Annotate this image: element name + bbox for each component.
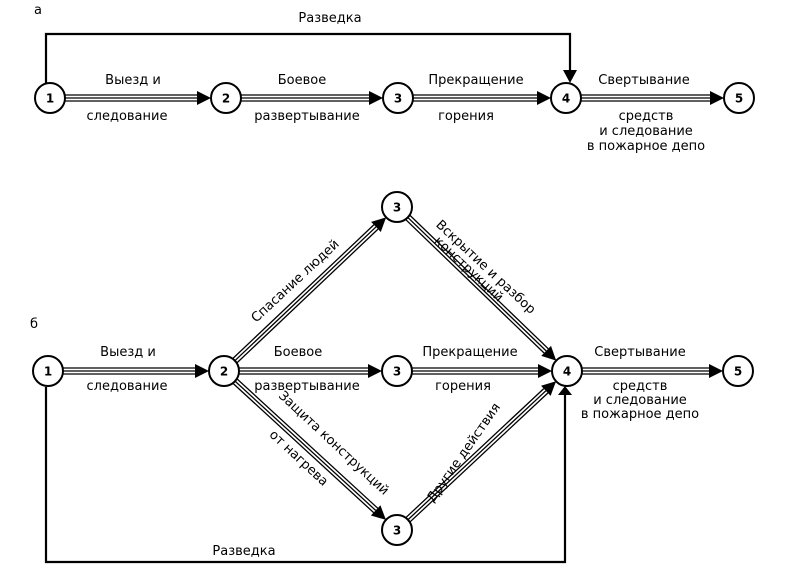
b-arrow-1-2	[63, 364, 209, 378]
b-node-3-bottom: 3	[381, 514, 413, 546]
b-edge-rescue-label: Спасание людей	[249, 237, 343, 326]
b-edge-opening-line-1: Вскрытие и разбор	[433, 217, 539, 317]
diagram-a-recon-label: Разведка	[298, 11, 361, 26]
b-edge-1-2-top: Выезд и	[100, 345, 156, 360]
a-arrow-2-3-arrowhead	[369, 91, 383, 105]
a-node-1: 1	[34, 82, 66, 114]
b-edge-2-3-bottom: развертывание	[254, 379, 359, 394]
diagram-b-recon-label: Разведка	[212, 544, 275, 559]
b-arrow-rescue-arrowhead	[371, 217, 387, 233]
a-recon-line	[44, 32, 572, 84]
b-node-5-label: 5	[734, 365, 742, 379]
a-node-4-label: 4	[562, 92, 570, 106]
b-arrow-opening	[405, 214, 557, 361]
a-edge-1-2-bottom: следование	[87, 109, 168, 124]
b-arrow-other-arrowhead	[541, 381, 557, 396]
b-edge-4-5-top: Свертывание	[594, 345, 685, 360]
b-node-3-top-label: 3	[393, 201, 401, 215]
a-node-2: 2	[210, 82, 242, 114]
a-arrow-4-5-arrowhead	[710, 91, 724, 105]
b-arrow-other	[405, 381, 557, 523]
b-edge-4-5-bottom-line-1: средств	[613, 379, 668, 394]
a-edge-2-3-top: Боевое	[278, 73, 326, 88]
a-node-5-label: 5	[735, 92, 743, 106]
b-edge-other-label: Другие действия	[424, 401, 504, 506]
diagram-b-label: б	[30, 317, 38, 332]
b-node-3-middle: 3	[381, 355, 413, 387]
b-node-2: 2	[208, 355, 240, 387]
diagram-a-label: а	[34, 3, 42, 18]
b-node-2-label: 2	[220, 365, 228, 379]
b-edge-2-3-top: Боевое	[274, 345, 322, 360]
a-edge-4-5-bottom-line-2: и следование	[599, 124, 693, 139]
a-edge-2-3-bottom: развертывание	[254, 109, 359, 124]
b-node-1-label: 1	[44, 365, 52, 379]
a-node-4: 4	[550, 82, 582, 114]
a-edge-4-5-top: Свертывание	[598, 73, 689, 88]
b-arrow-3-4-middle	[412, 364, 552, 378]
b-edge-3-4-top: Прекращение	[422, 345, 517, 360]
b-node-4-label: 4	[563, 365, 571, 379]
a-node-3-label: 3	[394, 92, 402, 106]
b-node-3-top: 3	[381, 191, 413, 223]
a-edge-4-5-bottom-line-1: средств	[619, 109, 674, 124]
a-edge-3-4-top: Прекращение	[428, 73, 523, 88]
b-edge-3-4-bottom: горения	[435, 379, 491, 394]
b-edge-4-5-bottom-line-3: в пожарное депо	[581, 407, 699, 422]
b-edge-4-5-bottom-line-2: и следование	[593, 393, 687, 408]
a-arrow-1-2-arrowhead	[197, 91, 211, 105]
b-arrow-4-5-arrowhead	[709, 364, 723, 378]
b-arrow-protection	[232, 378, 386, 520]
a-arrow-4-5	[581, 91, 724, 105]
b-arrow-2-3-middle	[239, 364, 382, 378]
b-node-4: 4	[551, 355, 583, 387]
b-edge-1-2-bottom: следование	[87, 379, 168, 394]
b-node-5: 5	[722, 355, 754, 387]
a-arrow-1-2	[65, 91, 211, 105]
a-node-2-label: 2	[222, 92, 230, 106]
b-arrow-3-4-middle-arrowhead	[538, 364, 552, 378]
connections-layer	[44, 32, 724, 564]
a-edge-4-5-bottom-line-3: в пожарное депо	[587, 139, 705, 154]
a-arrow-3-4	[413, 91, 551, 105]
a-node-1-label: 1	[46, 92, 54, 106]
b-node-1: 1	[32, 355, 64, 387]
a-arrow-2-3	[241, 91, 383, 105]
b-arrow-4-5	[582, 364, 723, 378]
b-arrow-1-2-arrowhead	[195, 364, 209, 378]
b-node-3-bottom-label: 3	[393, 524, 401, 538]
a-edge-1-2-top: Выезд и	[105, 73, 161, 88]
b-node-3-middle-label: 3	[393, 365, 401, 379]
b-arrow-protection-arrowhead	[370, 505, 386, 520]
a-arrow-3-4-arrowhead	[537, 91, 551, 105]
b-arrow-opening-arrowhead	[541, 345, 557, 361]
a-node-3: 3	[382, 82, 414, 114]
b-recon-line	[44, 387, 567, 564]
b-arrow-2-3-middle-arrowhead	[368, 364, 382, 378]
a-node-5: 5	[723, 82, 755, 114]
b-arrow-rescue	[232, 217, 387, 364]
a-edge-3-4-bottom: горения	[438, 109, 494, 124]
b-recon-arrowhead	[558, 386, 572, 395]
a-recon-arrowhead	[563, 70, 577, 83]
